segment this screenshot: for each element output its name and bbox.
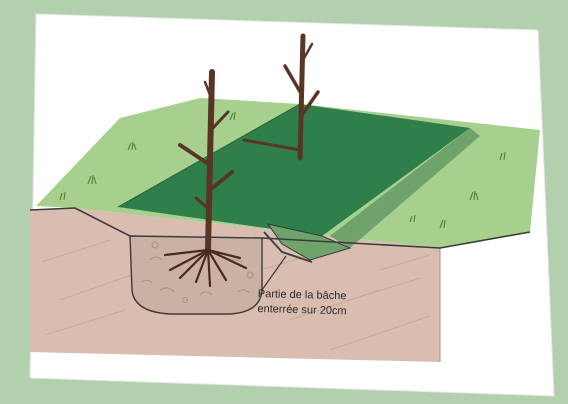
annotation-buried-tarp: Partie de la bâche enterrée sur 20cm (257, 287, 398, 321)
planting-hole (130, 236, 262, 314)
